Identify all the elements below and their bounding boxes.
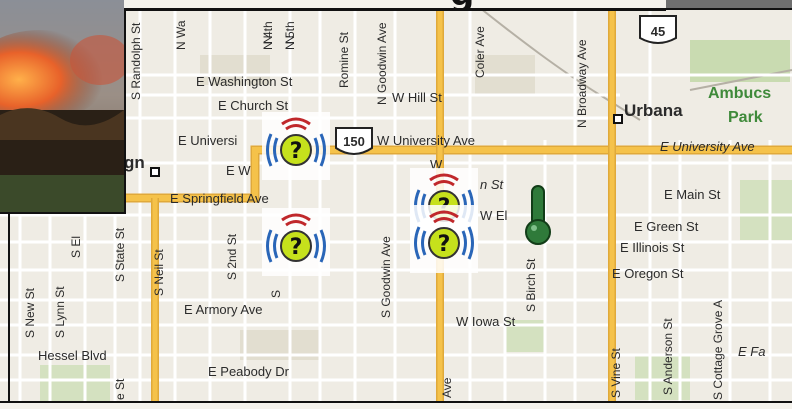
vertical-street-labels: S Randolph St N Wa N 4th N 5th N N Romin… bbox=[23, 20, 725, 400]
champaign-city-marker bbox=[150, 167, 160, 177]
vine-st-label: S Vine St bbox=[609, 348, 623, 398]
university-mid-label: W University Ave bbox=[377, 133, 475, 148]
main-st-label: E Main St bbox=[664, 187, 721, 202]
cottage-grove-label: S Cottage Grove A bbox=[711, 300, 725, 400]
el-label: W El bbox=[480, 208, 508, 223]
question-mark-icon: ? bbox=[438, 232, 451, 257]
peabody-dr-label: E Peabody Dr bbox=[208, 364, 290, 379]
state-st-label: S State St bbox=[113, 227, 127, 282]
el-s-label: S El bbox=[69, 236, 83, 258]
neil-st-label: S Neil St bbox=[152, 249, 166, 296]
bottom-st-label: e St bbox=[113, 378, 127, 400]
romine-st-label: Romine St bbox=[337, 31, 351, 88]
highway-45-shield: 45 bbox=[639, 15, 677, 44]
church-st-label: E Church St bbox=[218, 98, 288, 113]
unknown-sensor-marker[interactable]: ? bbox=[410, 205, 478, 273]
hill-st-label: W Hill St bbox=[392, 90, 442, 105]
corner-photo bbox=[666, 0, 792, 10]
s-goodwin-label: S Goodwin Ave bbox=[379, 236, 393, 318]
2nd-st-label: S 2nd St bbox=[225, 233, 239, 280]
n-goodwin-label: N Goodwin Ave bbox=[375, 22, 389, 105]
highway-150-shield: 150 bbox=[335, 127, 373, 155]
ave-label: Ave bbox=[440, 377, 454, 398]
randolph-st-label: S Randolph St bbox=[129, 22, 143, 100]
fa-label: E Fa bbox=[738, 344, 765, 359]
bottom-strip bbox=[0, 401, 792, 409]
n-label-2: N bbox=[261, 35, 275, 44]
route-45-label: 45 bbox=[651, 24, 665, 39]
unknown-sensor-marker[interactable]: ? bbox=[262, 112, 330, 180]
n-4th-label: N 4th bbox=[261, 21, 275, 50]
n-st-label: n St bbox=[480, 177, 505, 192]
n-5th-label: N 5th bbox=[283, 21, 297, 50]
lynn-st-label: S Lynn St bbox=[53, 286, 67, 338]
anderson-st-label: S Anderson St bbox=[661, 318, 675, 395]
ew-label: E W bbox=[226, 163, 251, 178]
question-mark-icon: ? bbox=[290, 139, 303, 164]
park-label: Park bbox=[728, 109, 763, 126]
street-labels: E Washington St W Hill St E Church St E … bbox=[38, 74, 765, 379]
question-mark-icon: ? bbox=[290, 235, 303, 260]
champaign-label: gn bbox=[124, 153, 145, 172]
title-fragment: g bbox=[450, 0, 474, 8]
ambucs-label: Ambucs bbox=[708, 85, 771, 102]
armory-ave-label: E Armory Ave bbox=[184, 302, 263, 317]
university-e-label: E University Ave bbox=[660, 139, 755, 154]
urbana-label: Urbana bbox=[624, 101, 683, 120]
title-strip: g bbox=[124, 0, 666, 11]
new-st-label: S New St bbox=[23, 287, 37, 338]
green-st-label: E Green St bbox=[634, 219, 699, 234]
broadway-ave-label: N Broadway Ave bbox=[575, 39, 589, 128]
urbana-city-marker bbox=[613, 114, 623, 124]
illinois-st-label: E Illinois St bbox=[620, 240, 685, 255]
s-label: S bbox=[269, 290, 283, 298]
university-w-label: E Universi bbox=[178, 133, 237, 148]
n-wa-label: N Wa bbox=[174, 20, 188, 50]
wildfire-photo bbox=[0, 0, 126, 214]
birch-st-label: S Birch St bbox=[524, 258, 538, 312]
oregon-st-label: E Oregon St bbox=[612, 266, 684, 281]
map-frame-edge bbox=[8, 212, 10, 407]
place-labels: Urbana Ambucs Park gn bbox=[124, 85, 771, 172]
route-150-label: 150 bbox=[343, 134, 365, 149]
springfield-ave-label: E Springfield Ave bbox=[170, 191, 269, 206]
n-label-3: N bbox=[283, 35, 297, 44]
coler-ave-label: Coler Ave bbox=[473, 26, 487, 78]
thermometer-icon[interactable] bbox=[520, 182, 556, 246]
hessel-blvd-label: Hessel Blvd bbox=[38, 348, 107, 363]
washington-st-label: E Washington St bbox=[196, 74, 293, 89]
railway bbox=[469, 0, 792, 121]
iowa-st-label: W Iowa St bbox=[456, 314, 516, 329]
unknown-sensor-marker[interactable]: ? bbox=[262, 208, 330, 276]
